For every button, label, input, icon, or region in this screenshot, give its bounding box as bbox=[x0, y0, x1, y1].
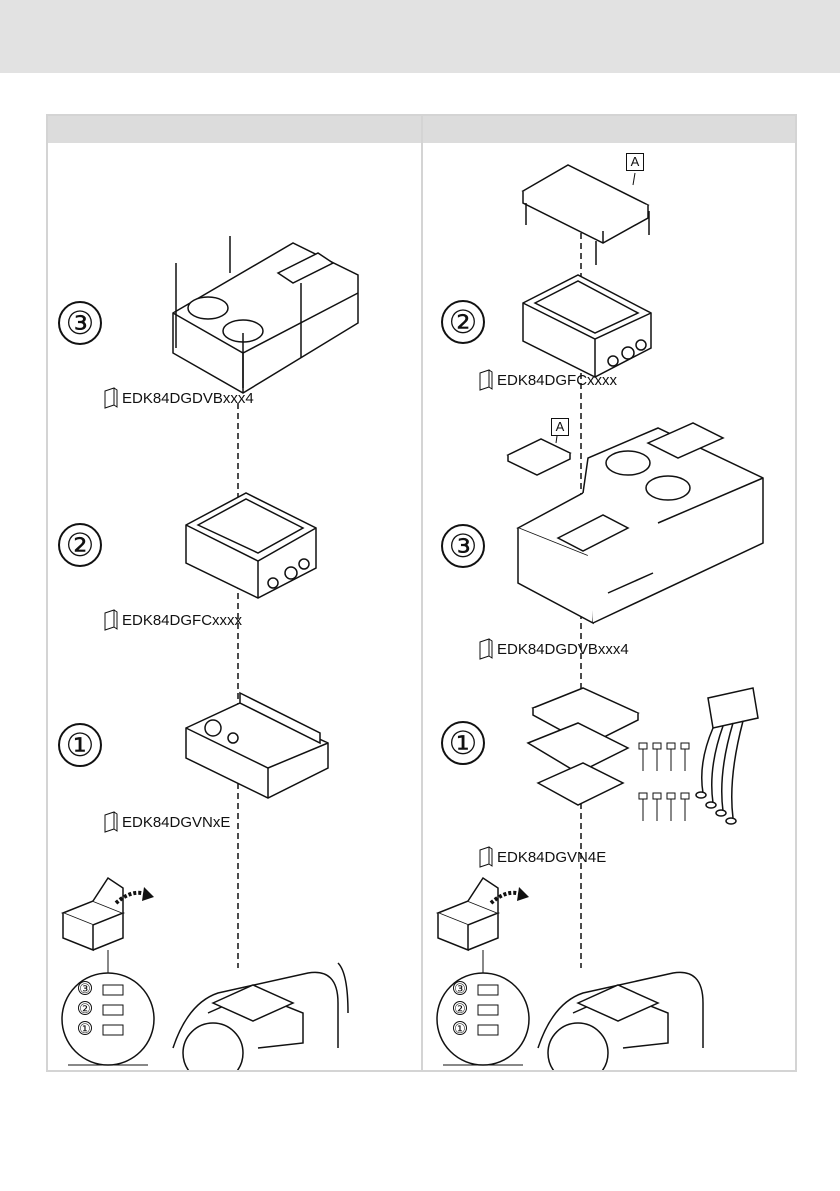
doc-code: EDK84DGFCxxxx bbox=[497, 372, 617, 389]
step-number: ① bbox=[58, 723, 102, 767]
manual-icon bbox=[103, 387, 119, 409]
terminal-box-drawing bbox=[186, 493, 316, 598]
box-icon bbox=[63, 878, 123, 950]
right-assembly-drawing bbox=[423, 143, 795, 1070]
callout-label: A bbox=[551, 418, 569, 436]
motor-drawing bbox=[173, 963, 348, 1070]
step-number: ② bbox=[58, 523, 102, 567]
doc-reference: EDK84DGDVBxxx4 bbox=[478, 637, 629, 661]
doc-reference: EDK84DGFCxxxx bbox=[103, 608, 242, 632]
manual-icon bbox=[103, 609, 119, 631]
kit-number: ① bbox=[453, 1021, 467, 1035]
screws-drawing bbox=[639, 743, 689, 821]
doc-reference: EDK84DGDVBxxx4 bbox=[103, 386, 254, 410]
right-column: ② ③ ① A A EDK84DGFCxxxx EDK84DGDVBxxx4 E… bbox=[423, 143, 795, 1070]
kit-number: ② bbox=[453, 1001, 467, 1015]
doc-reference: EDK84DGFCxxxx bbox=[478, 368, 617, 392]
drive-unit-drawing bbox=[173, 236, 358, 393]
manual-icon bbox=[103, 811, 119, 833]
kit-number: ① bbox=[78, 1021, 92, 1035]
doc-code: EDK84DGVNxE bbox=[122, 814, 230, 831]
step-number: ③ bbox=[441, 524, 485, 568]
step-number: ② bbox=[441, 300, 485, 344]
doc-code: EDK84DGDVBxxx4 bbox=[497, 641, 629, 658]
step-number: ① bbox=[441, 721, 485, 765]
manual-icon bbox=[478, 369, 494, 391]
column-header-left bbox=[48, 116, 421, 143]
installation-table: ③ ② ① EDK84DGDVBxxx4 EDK84DGFCxxxx EDK84… bbox=[46, 114, 797, 1072]
step-number: ③ bbox=[58, 301, 102, 345]
kit-number: ③ bbox=[453, 981, 467, 995]
left-assembly-drawing bbox=[48, 143, 421, 1070]
manual-icon bbox=[478, 846, 494, 868]
page-header-bar bbox=[0, 0, 840, 73]
terminal-box-drawing bbox=[523, 275, 651, 377]
doc-reference: EDK84DGVNxE bbox=[103, 810, 230, 834]
base-plates-drawing bbox=[528, 688, 638, 805]
cable-harness-drawing bbox=[696, 688, 758, 824]
box-icon bbox=[438, 878, 498, 950]
left-column: ③ ② ① EDK84DGDVBxxx4 EDK84DGFCxxxx EDK84… bbox=[48, 143, 421, 1070]
cover-drawing bbox=[523, 165, 649, 265]
small-cover-drawing bbox=[508, 439, 570, 475]
column-header-right bbox=[423, 116, 795, 143]
kit-number: ② bbox=[78, 1001, 92, 1015]
doc-code: EDK84DGDVBxxx4 bbox=[122, 390, 254, 407]
manual-icon bbox=[478, 638, 494, 660]
callout-label: A bbox=[626, 153, 644, 171]
kit-number: ③ bbox=[78, 981, 92, 995]
motor-drawing bbox=[538, 972, 703, 1070]
doc-code: EDK84DGVN4E bbox=[497, 849, 606, 866]
doc-code: EDK84DGFCxxxx bbox=[122, 612, 242, 629]
base-drawing bbox=[186, 693, 328, 798]
doc-reference: EDK84DGVN4E bbox=[478, 845, 606, 869]
